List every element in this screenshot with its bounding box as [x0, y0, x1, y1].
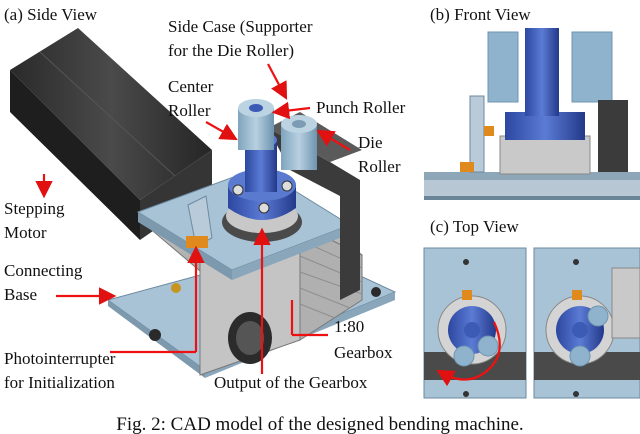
hub-screw: [281, 180, 293, 192]
gearbox-output-shaft: [236, 321, 264, 355]
motor-edge: [39, 51, 176, 177]
arrow-side-case: [267, 63, 288, 100]
photointerrupter-bracket: [187, 195, 213, 247]
base-hole: [371, 287, 381, 297]
top-left-punch-roller: [453, 345, 475, 367]
front-disc: [499, 135, 591, 175]
label-connecting-2: Base: [4, 285, 37, 304]
front-base: [424, 178, 640, 198]
label-gearbox: Gearbox: [334, 343, 393, 362]
side-case: [268, 128, 360, 300]
die-roller-axle: [292, 120, 306, 128]
label-center-1: Center: [168, 77, 214, 96]
panel-title-side: (a) Side View: [4, 5, 98, 24]
label-connecting-1: Connecting: [4, 261, 83, 280]
label-punch-roller: Punch Roller: [316, 98, 406, 117]
label-photo-1: Photointerrupter: [4, 349, 116, 368]
label-arrows: [35, 63, 351, 374]
rotation-arrow: [436, 321, 501, 387]
top-view-right: [533, 247, 640, 399]
hub-screw: [258, 202, 270, 214]
front-side-case: [598, 100, 628, 172]
label-die-2: Roller: [358, 157, 401, 176]
base-hole: [149, 329, 161, 341]
gear-bolt: [171, 283, 181, 293]
label-stepping-2: Motor: [4, 223, 47, 242]
top-left-die-roller: [477, 335, 499, 357]
top-right-sensor: [572, 290, 582, 300]
figure-caption: Fig. 2: CAD model of the designed bendin…: [116, 414, 523, 434]
front-center-roller: [525, 28, 559, 116]
label-photo-2: for Initialization: [4, 373, 115, 392]
photointerrupter-sensor: [186, 236, 208, 248]
top-left-center-roller: [464, 322, 480, 338]
panel-title-top: (c) Top View: [430, 217, 519, 236]
label-center-2: Roller: [168, 101, 211, 120]
arrow-punch-roller: [271, 101, 311, 120]
label-output: Output of the Gearbox: [214, 373, 368, 392]
arrow-die-roller: [316, 129, 351, 151]
punch-roller-axle: [249, 104, 263, 112]
text-labels: (a) Side View (b) Front View (c) Top Vie…: [4, 5, 531, 434]
front-base-edge: [424, 196, 640, 200]
label-side-case-2: for the Die Roller): [168, 41, 294, 60]
front-view-render: [424, 28, 640, 200]
front-blue-hub: [505, 112, 585, 140]
top-view-left: [423, 247, 527, 399]
front-die-roller: [571, 31, 613, 103]
top-right-gearbox-edge: [611, 267, 640, 339]
arrow-center-roller: [205, 121, 238, 141]
label-side-case-1: Side Case (Supporter: [168, 17, 313, 36]
side-view-render: [10, 28, 397, 378]
top-right-center-roller: [572, 322, 588, 338]
label-stepping-1: Stepping: [4, 199, 65, 218]
top-right-punch-roller: [569, 345, 591, 367]
front-bracket: [469, 95, 485, 173]
front-sensor-2: [484, 126, 494, 136]
top-plate-edge: [138, 212, 232, 280]
top-right-die-roller: [587, 305, 609, 327]
label-gear-ratio: 1:80: [334, 317, 364, 336]
front-sensor: [460, 162, 474, 172]
stepping-motor-side: [10, 70, 140, 240]
hub-screw: [232, 184, 244, 196]
panel-title-front: (b) Front View: [430, 5, 531, 24]
top-left-sensor: [462, 290, 472, 300]
label-die-1: Die: [358, 133, 383, 152]
front-plate: [424, 172, 640, 180]
front-punch-roller: [487, 31, 519, 103]
